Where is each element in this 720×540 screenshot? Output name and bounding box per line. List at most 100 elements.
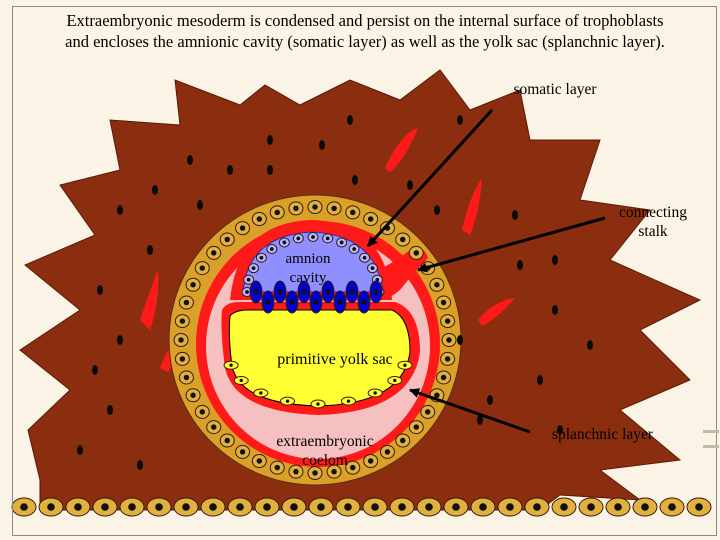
epiblast-cell-nucleus [265,299,271,305]
epiblast-cell-nucleus [373,289,379,295]
cell-nucleus [236,503,244,511]
cytotrophoblast-cell-nucleus [224,437,230,444]
amnion-cell-nucleus [339,240,344,245]
yolk-sac-cell-nucleus [393,378,397,383]
cell-nucleus [128,503,136,511]
cell-nucleus [506,503,514,511]
syncytial-nuclei [77,115,593,470]
cytotrophoblast-cell-nucleus [440,374,447,381]
amnion-cell-nucleus [362,255,367,260]
cytotrophoblast-cell-nucleus [413,250,420,256]
cytotrophoblast-cell-nucleus [190,392,196,398]
label-connecting-stalk: connecting stalk [598,203,708,241]
caption-line-1: Extraembryonic mesoderm is condensed and… [66,11,664,30]
cytotrophoblast-cell-nucleus [434,392,440,398]
amnion-cell-nucleus [325,236,330,241]
cytotrophoblast-cell-nucleus [179,356,186,362]
caption-line-2: and encloses the amnionic cavity (somati… [65,32,665,51]
syncytial-nucleus [147,245,153,255]
syncytial-nucleus [434,205,440,215]
cytotrophoblast-cell-nucleus [199,409,206,415]
cytotrophoblast-cell-nucleus [384,449,391,455]
syncytial-nucleus [552,255,558,265]
cell-nucleus [641,503,649,511]
epiblast-cell-nucleus [313,299,319,305]
yolk-sac-cell-nucleus [403,363,407,367]
yolk-sac-cell-nucleus [285,399,290,403]
amnion-cell-nucleus [259,255,264,260]
cell-nucleus [20,503,28,511]
cytotrophoblast-cell-nucleus [239,225,246,231]
amnion-cell-nucleus [352,247,357,251]
syncytial-nucleus [487,395,493,405]
epiblast-cell-nucleus [289,299,295,305]
syncytial-nucleus [457,335,463,345]
cytotrophoblast-cell-nucleus [178,337,184,343]
epiblast-cell-nucleus [277,289,283,295]
cell-nucleus [560,503,568,511]
syncytial-nucleus [587,340,593,350]
label-connecting-stalk-line2: stalk [638,223,668,240]
yolk-sac-cell-nucleus [316,402,320,406]
syncytial-nucleus [152,185,158,195]
syncytial-nucleus [517,260,523,270]
yolk-sac-cell-nucleus [259,391,263,395]
syncytial-nucleus [197,200,203,210]
cytotrophoblast-cell-nucleus [312,204,318,210]
epiblast-cell-nucleus [253,289,259,295]
amnion-cell-nucleus [282,240,287,245]
cytotrophoblast-cell-nucleus [256,458,263,464]
yolk-sac-cell-nucleus [346,399,351,403]
cytotrophoblast-cell-nucleus [444,356,451,362]
syncytial-nucleus [267,135,273,145]
cell-nucleus [533,503,541,511]
lacuna [462,178,482,235]
label-amnion-cavity-line1: amnion [285,251,331,267]
cytotrophoblast-cell-nucleus [190,282,196,288]
label-extraembryonic-coelom-line1: extraembryonic [276,433,374,450]
cytotrophoblast-cell-nucleus [367,216,374,222]
cell-nucleus [182,503,190,511]
label-somatic-layer: somatic layer [513,81,597,98]
cytotrophoblast-cell-nucleus [183,374,190,381]
cell-nucleus [317,503,325,511]
arrow-splanchnic-layer [409,388,531,434]
syncytial-nucleus [512,210,518,220]
syncytial-nucleus [267,165,273,175]
cytotrophoblast-cell-nucleus [274,209,280,216]
label-extraembryonic-coelom-line2: coelom [302,452,348,469]
syncytial-nucleus [537,375,543,385]
cell-nucleus [479,503,487,511]
syncytial-nucleus [137,460,143,470]
cell-nucleus [155,503,163,511]
syncytial-nucleus [97,285,103,295]
syncytial-nucleus [352,175,358,185]
label-amnion-cavity-line2: cavity [289,270,327,286]
cell-nucleus [614,503,622,511]
yolk-sac-cell-nucleus [239,378,243,383]
syncytial-nucleus [457,115,463,125]
syncytial-nucleus [117,205,123,215]
amnion-cell-nucleus [269,247,274,251]
cytotrophoblast-cell-nucleus [350,464,356,471]
syncytial-nucleus [77,445,83,455]
cytotrophoblast-cell-nucleus [210,250,217,256]
syncytial-nucleus [187,155,193,165]
cell-nucleus [74,503,82,511]
cytotrophoblast-cell-nucleus [293,205,299,212]
label-connecting-stalk-line1: connecting [618,204,687,221]
syncytial-nucleus [407,180,413,190]
syncytial-nucleus [557,425,563,435]
cytotrophoblast-cell-nucleus [199,265,206,271]
cell-nucleus [47,503,55,511]
syncytial-nucleus [227,165,233,175]
cytotrophoblast-cell-nucleus [274,464,280,471]
cytotrophoblast-cell-nucleus [179,318,186,324]
cell-nucleus [290,503,298,511]
label-extraembryonic-coelom: extraembryonic coelom [255,432,395,470]
syncytial-nucleus [319,140,325,150]
cell-nucleus [587,503,595,511]
yolk-sac-cell-nucleus [373,391,377,395]
syncytial-nucleus [92,365,98,375]
